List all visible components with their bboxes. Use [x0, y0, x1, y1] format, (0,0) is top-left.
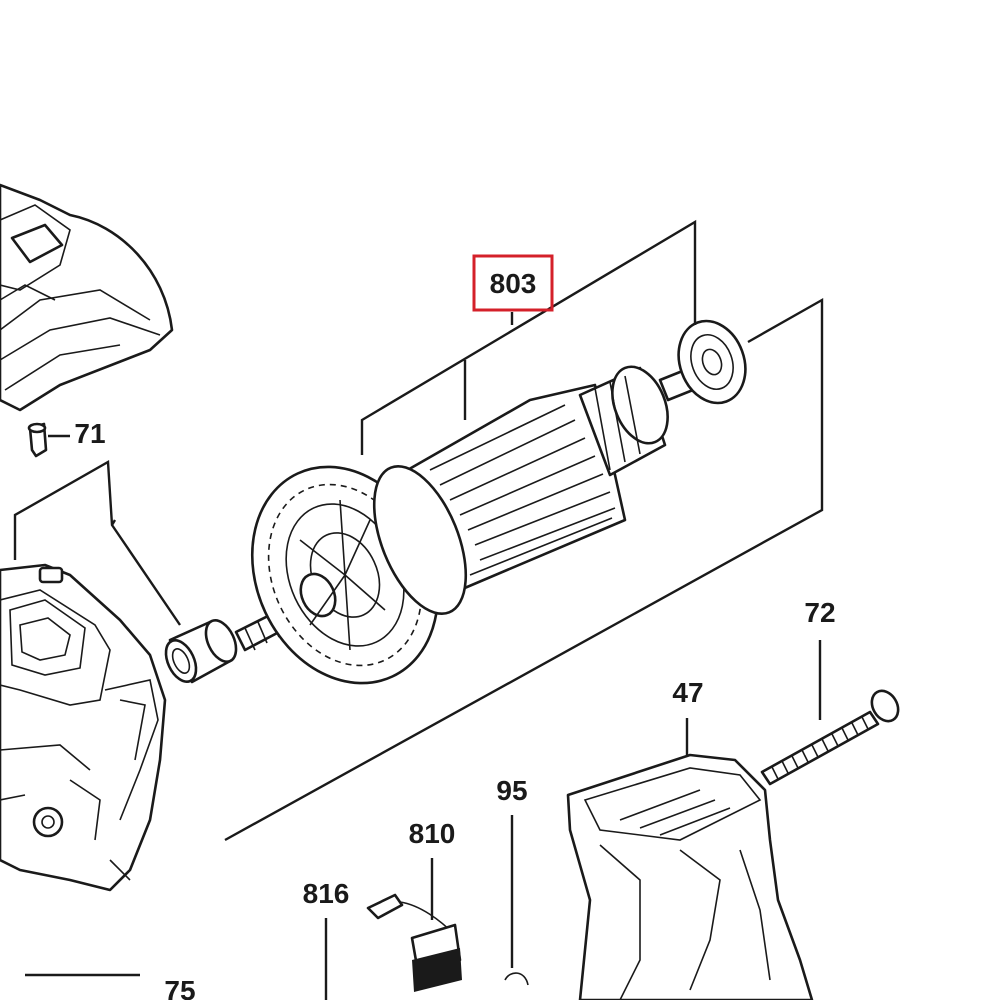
part-label-47: 47: [672, 677, 703, 708]
pin-part-71: [27, 422, 70, 458]
part-label-71: 71: [74, 418, 105, 449]
part-label-816: 816: [303, 878, 350, 909]
part-label-810: 810: [409, 818, 456, 849]
needle-bearing: [164, 619, 238, 684]
part-label-95: 95: [496, 775, 527, 806]
brush-part-810: [366, 858, 462, 992]
leader-part-95: [504, 815, 529, 986]
screw-part-72: [760, 640, 900, 786]
handle-part-47: [566, 718, 814, 1000]
part-label-75: 75: [164, 975, 195, 1000]
highlight-box-803: [472, 254, 554, 312]
gear-housing: [0, 563, 167, 892]
part-label-72: 72: [804, 597, 835, 628]
leader-lines-803: [224, 219, 824, 842]
part-label-803: 803: [490, 268, 537, 299]
armature-part-803: [234, 319, 747, 685]
leader-lines-bushing: [13, 460, 181, 626]
housing-cover: [0, 183, 174, 412]
